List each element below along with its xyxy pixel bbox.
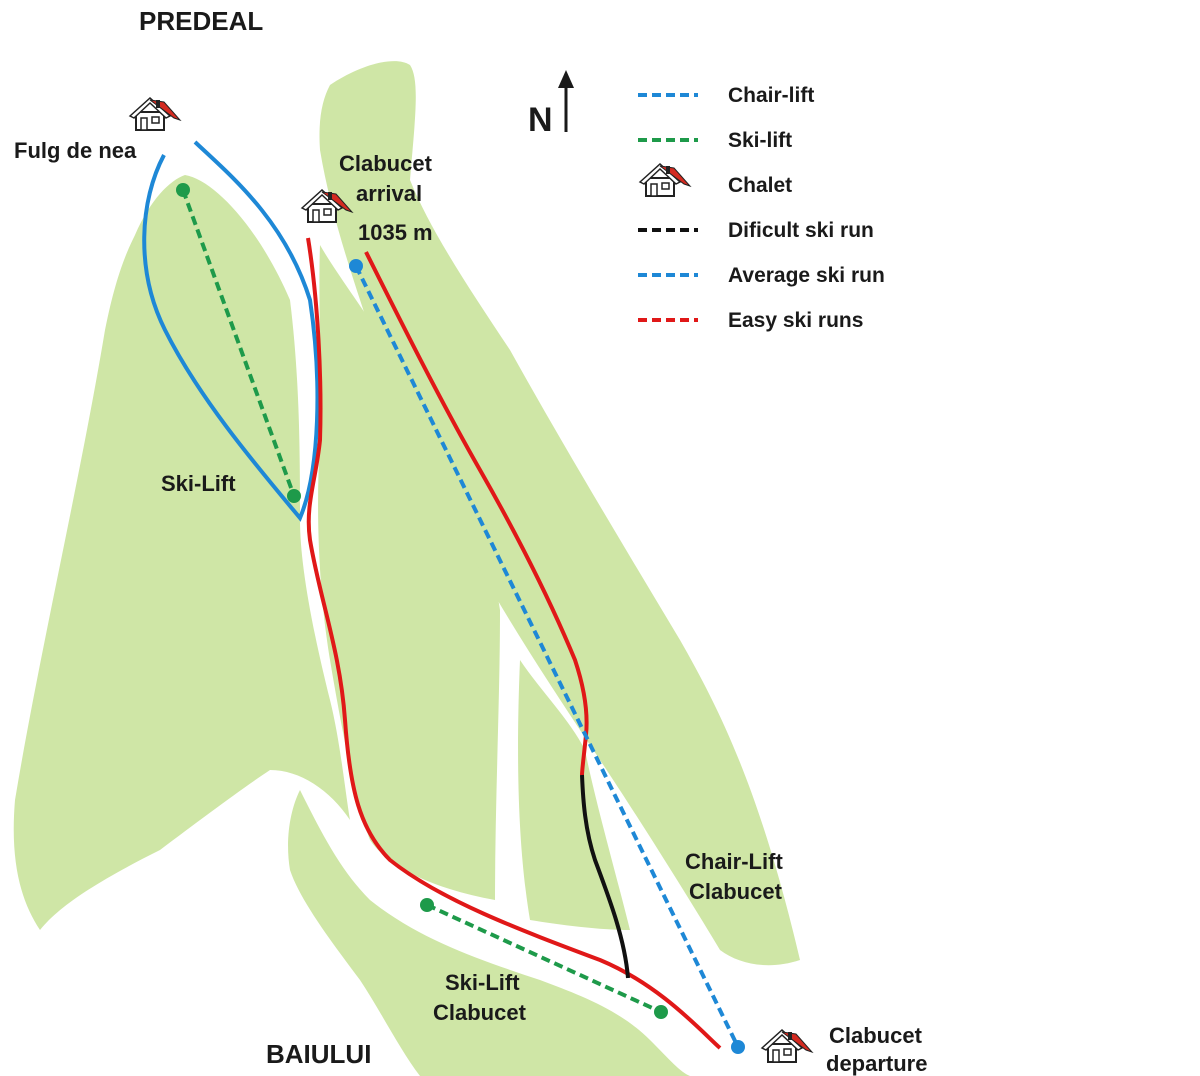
label-clabucet-departure-2: departure [826,1051,927,1076]
legend-label-difficult: Dificult ski run [728,219,874,242]
north-arrow-icon [558,70,574,132]
legend: Chair-lift Ski-lift Chalet Dificult ski … [638,84,885,332]
ski-lift-clabucet [426,903,662,1014]
ski-lift-fulg [181,189,296,497]
legend-chalet-icon [639,163,691,197]
place-label-predeal: PREDEAL [139,6,263,36]
ski-lift-clabucet-bottom [654,1005,668,1019]
legend-label-chalet: Chalet [728,174,792,197]
chair-lift-clabucet [354,265,740,1048]
label-clabucet-elevation: 1035 m [358,220,433,245]
north-label: N [528,101,553,139]
terrain-ne-slope [319,61,800,966]
label-ski-lift-clabucet-2: Clabucet [433,1000,527,1025]
label-chair-lift-clabucet-2: Clabucet [689,879,783,904]
ski-lift-clabucet-top [420,898,434,912]
chalet-clabucet-departure-icon [761,1029,813,1063]
label-clabucet-arrival-1: Clabucet [339,151,433,176]
terrain-central-slope [318,245,500,900]
label-clabucet-departure-1: Clabucet [829,1023,923,1048]
label-chair-lift-clabucet-1: Chair-Lift [685,849,783,874]
terrain-south-slope [288,790,690,1076]
label-ski-lift: Ski-Lift [161,471,236,496]
terrain-mid-strip [518,660,630,930]
legend-label-easy: Easy ski runs [728,309,863,332]
chalet-fulg-de-nea-icon [129,97,181,131]
terrain-west-slope [13,175,350,930]
label-fulg-de-nea: Fulg de nea [14,138,137,163]
ski-lift-fulg-bottom [287,489,301,503]
ski-lift-fulg-top [176,183,190,197]
legend-label-ski-lift: Ski-lift [728,129,792,152]
label-ski-lift-clabucet-1: Ski-Lift [445,970,520,995]
chair-lift-top-station [349,259,363,273]
place-label-baiului: BAIULUI [266,1039,371,1069]
easy-run-west [306,237,722,1050]
difficult-run [580,774,630,979]
legend-label-average: Average ski run [728,264,885,287]
legend-label-chair-lift: Chair-lift [728,84,814,107]
terrain [13,61,800,1076]
label-clabucet-arrival-2: arrival [356,181,422,206]
lifts [176,183,745,1054]
chair-lift-bottom-station [731,1040,745,1054]
average-run-loop [142,140,320,522]
